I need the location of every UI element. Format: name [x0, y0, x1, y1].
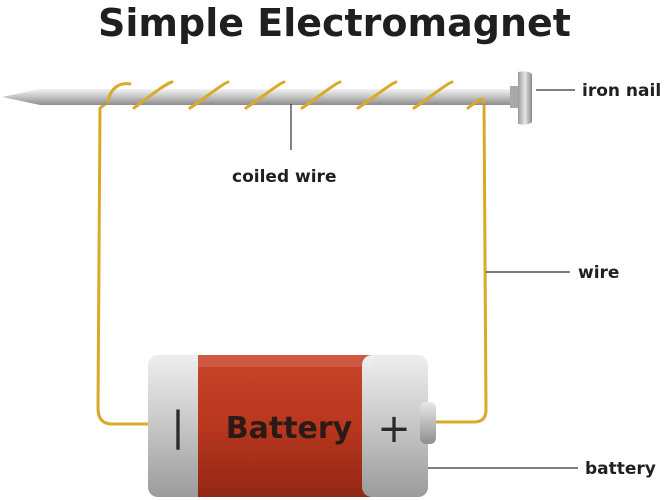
diagram-title: Simple Electromagnet: [98, 1, 571, 45]
coil-wire: [106, 80, 486, 110]
label-wire: wire: [578, 263, 619, 283]
circuit-wire: [96, 100, 152, 426]
label-iron-nail: iron nail: [582, 81, 661, 101]
label-battery: battery: [585, 459, 656, 479]
negative-terminal-sign: |: [171, 404, 184, 450]
label-coiled-wire: coiled wire: [232, 167, 336, 187]
positive-terminal-sign: +: [377, 406, 411, 452]
battery: [148, 355, 436, 497]
iron-nail: [2, 71, 532, 125]
battery-text: Battery: [226, 411, 353, 446]
circuit-wire-right: [432, 101, 488, 424]
